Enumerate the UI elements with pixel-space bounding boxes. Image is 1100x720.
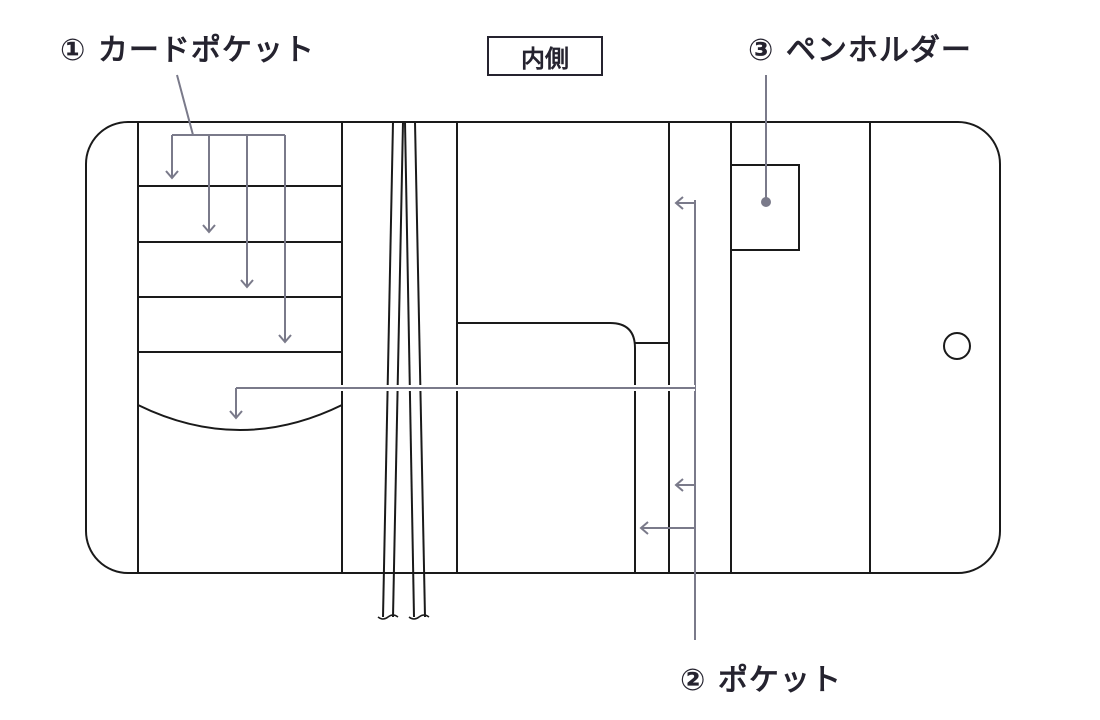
pen-holder-marker [761, 197, 771, 207]
curved-pocket [137, 404, 343, 431]
ribbon-markers [377, 121, 430, 620]
middle-pocket [457, 322, 636, 573]
pocket-label: ② ポケット [680, 663, 842, 698]
card-pocket-label: ① カードポケット [60, 33, 315, 68]
inside-title-box: 内側 [487, 36, 603, 76]
pen-holder-label: ③ ペンホルダー [748, 33, 972, 68]
organizer-outline [85, 121, 1001, 574]
leader-lines [165, 74, 767, 640]
snap-button [943, 332, 971, 360]
